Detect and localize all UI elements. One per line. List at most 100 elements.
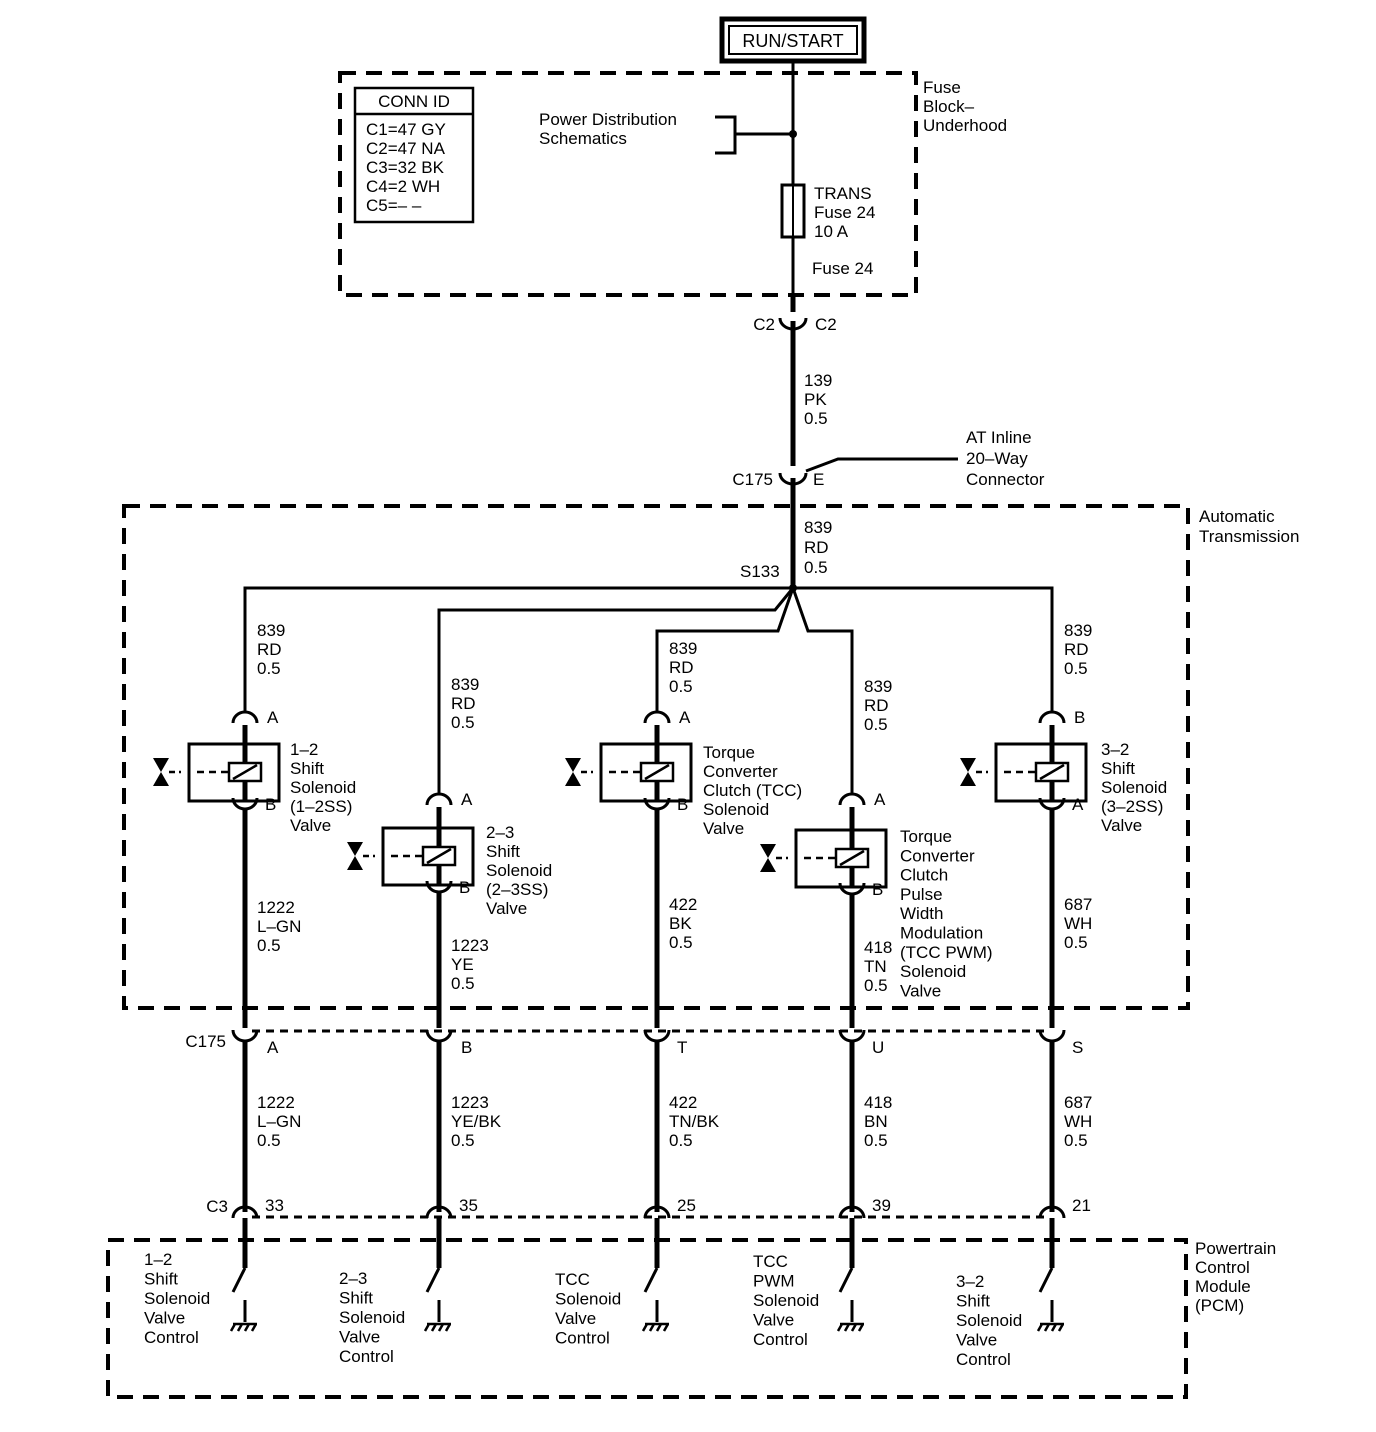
fuse-block-label: Fuse Block– Underhood (923, 78, 1007, 135)
c175-bottom-connector-2 (425, 1029, 453, 1043)
splice-s133-label: S133 (740, 562, 780, 581)
c3-pin-label: 39 (872, 1196, 891, 1215)
ground-icon (836, 1322, 865, 1332)
solenoid-top-connector (643, 710, 671, 724)
power-distribution-bracket (715, 115, 737, 155)
c175-top-pin: E (813, 470, 824, 489)
fuse-trans-label: TRANS Fuse 24 10 A (814, 184, 880, 241)
solenoid-pin-bottom: B (677, 795, 688, 814)
conn-id-table: CONN ID C1=47 GY C2=47 NA C3=32 BK C4=2 … (353, 86, 475, 224)
c3-connector-2 (425, 1205, 453, 1219)
run-start-box: RUN/START (719, 16, 867, 64)
c3-label: C3 (206, 1197, 228, 1216)
feed-wire-label: 139 PK 0.5 (804, 371, 837, 428)
c3-pin-label: 33 (265, 1196, 284, 1215)
solenoid-top-connector (1038, 710, 1066, 724)
ground-icon (423, 1322, 452, 1332)
c2-right-label: C2 (815, 315, 837, 334)
solenoid-pin-bottom: B (459, 878, 470, 897)
c175-bottom-connector-5 (1038, 1029, 1066, 1043)
solenoid-pin-bottom: B (872, 880, 883, 899)
c175-leader-line (805, 457, 958, 473)
valve-icon (153, 758, 169, 786)
ground-icon (1036, 1322, 1065, 1332)
c175-pin-label: A (267, 1038, 279, 1057)
c175-pin-label: S (1072, 1038, 1083, 1057)
power-distribution-label: Power Distribution Schematics (539, 110, 682, 148)
conn-id-rows: C1=47 GY C2=47 NA C3=32 BK C4=2 WH C5=– … (366, 120, 450, 215)
solenoid-pin-bottom: B (265, 795, 276, 814)
c175-pin-label: T (677, 1038, 687, 1057)
c175-description: AT Inline 20–Way Connector (966, 428, 1045, 489)
c2-left-label: C2 (753, 315, 775, 334)
c3-connector-1 (231, 1205, 259, 1219)
run-start-label: RUN/START (742, 31, 843, 51)
c175-bottom-connector-4 (838, 1029, 866, 1043)
solenoid-top-connector (838, 792, 866, 806)
valve-icon (347, 842, 363, 870)
c175-bottom-connector-1 (231, 1029, 259, 1043)
solenoid-pin-top: A (679, 708, 691, 727)
solenoid-top-connector (231, 710, 259, 724)
valve-icon (760, 844, 776, 872)
fuse-name: Fuse 24 (812, 259, 873, 278)
powertrain-control-module: Powertrain Control Module (PCM) (106, 1238, 1281, 1399)
c3-connector-3 (643, 1205, 671, 1219)
splice-bus-outer (243, 586, 1054, 713)
solenoid-top-connector (425, 792, 453, 806)
c3-connector-5 (1038, 1205, 1066, 1219)
solenoid-pin-bottom: A (1072, 795, 1084, 814)
pcm-label: Powertrain Control Module (PCM) (1195, 1239, 1281, 1315)
c175-bottom-connector-3 (643, 1029, 671, 1043)
valve-icon (960, 758, 976, 786)
c175-pin-label: U (872, 1038, 884, 1057)
fuse-block-underhood: Fuse Block– Underhood CONN ID C1=47 GY C… (338, 71, 1007, 297)
c175-bottom-label: C175 (185, 1032, 226, 1051)
splice-branch-4 (791, 587, 854, 795)
automatic-transmission: Automatic Transmission 839 RD 0.5 S133 A… (122, 504, 1299, 1010)
solenoid-pin-top: A (461, 790, 473, 809)
solenoid-pin-top: A (267, 708, 279, 727)
valve-icon (565, 758, 581, 786)
solenoid-pin-top: B (1074, 708, 1085, 727)
c3-connector-4 (838, 1205, 866, 1219)
transmission-label: Automatic Transmission (1199, 507, 1299, 546)
conn-id-title: CONN ID (378, 92, 450, 111)
c175-top-label: C175 (732, 470, 773, 489)
c3-pin-label: 21 (1072, 1196, 1091, 1215)
c3-pin-label: 35 (459, 1196, 478, 1215)
splice-branch-3 (655, 587, 795, 713)
